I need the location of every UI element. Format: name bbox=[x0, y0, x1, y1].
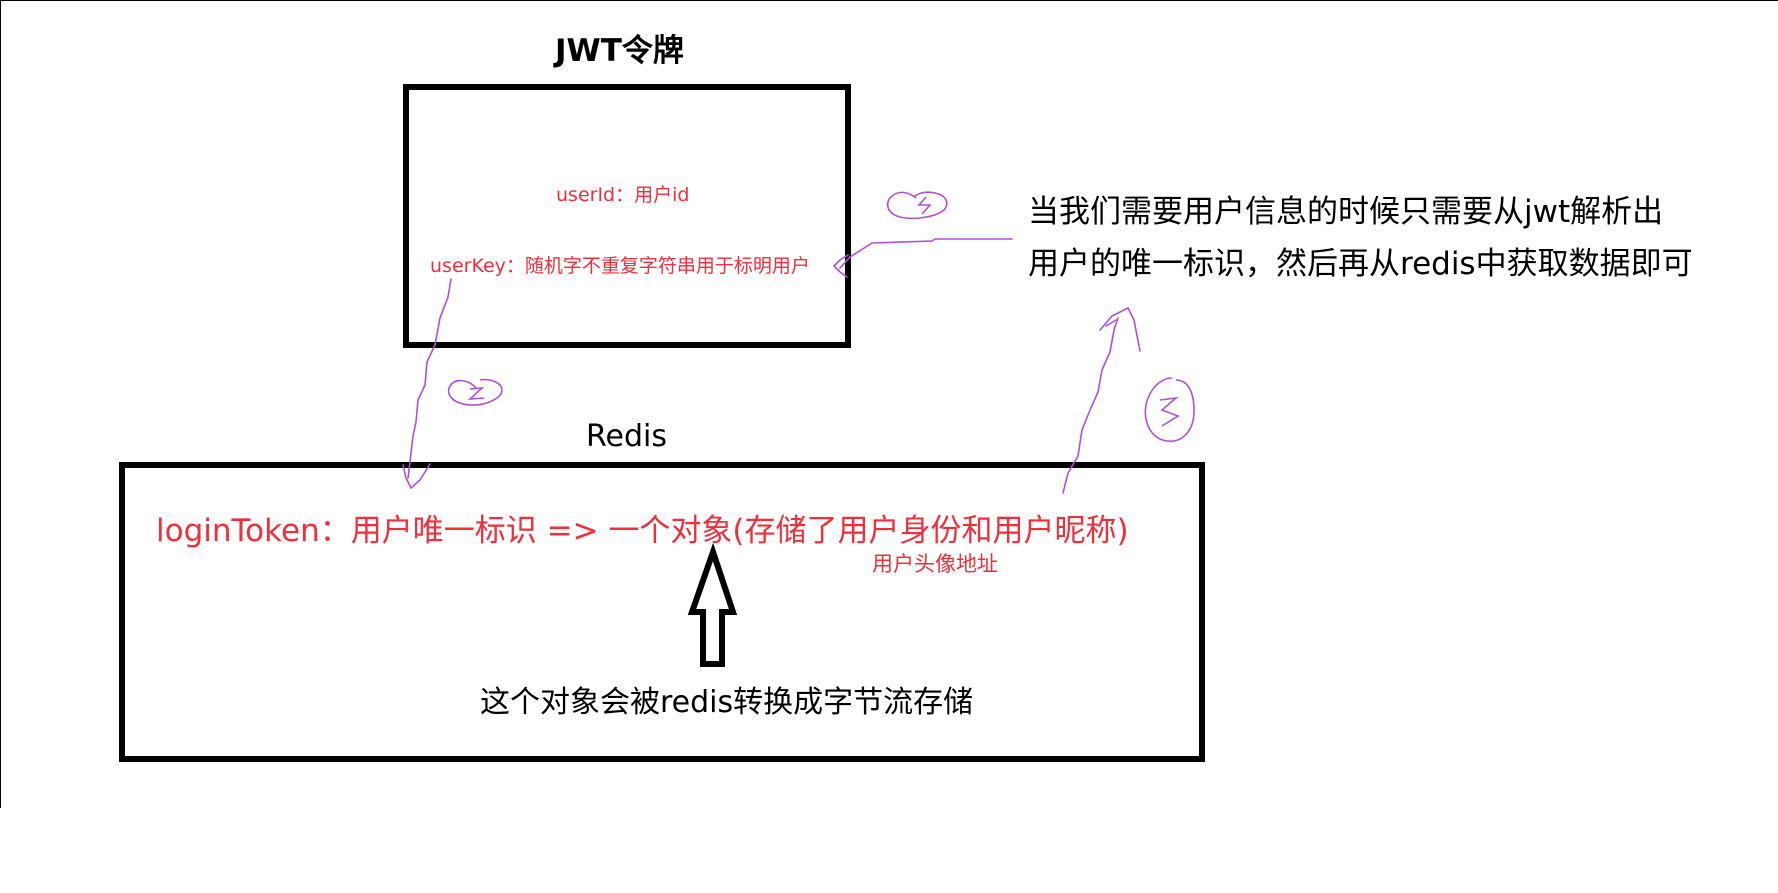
step-2-label: 2 bbox=[474, 387, 482, 401]
redis-avatar-note: 用户头像地址 bbox=[872, 552, 998, 576]
explanation-line-2: 用户的唯一标识，然后再从redis中获取数据即可 bbox=[1028, 246, 1693, 282]
canvas-edge-top bbox=[0, 0, 1755, 1]
step-1-label: 1 bbox=[914, 201, 922, 215]
canvas-edge-right bbox=[1755, 0, 1778, 1]
step-3-label: 3 bbox=[1168, 405, 1176, 419]
jwt-title: JWT令牌 bbox=[555, 33, 684, 69]
redis-box bbox=[119, 462, 1205, 762]
explanation-line-1: 当我们需要用户信息的时候只需要从jwt解析出 bbox=[1028, 194, 1664, 230]
jwt-userid-field: userId：用户id bbox=[556, 184, 690, 206]
redis-login-token-entry: loginToken：用户唯一标识 => 一个对象(存储了用户身份和用户昵称) bbox=[156, 513, 1129, 549]
step-1-connector bbox=[832, 238, 1013, 278]
redis-title: Redis bbox=[586, 419, 667, 454]
jwt-token-box bbox=[403, 84, 851, 348]
redis-serialization-note: 这个对象会被redis转换成字节流存储 bbox=[480, 685, 974, 720]
step-1-marker: 1 bbox=[886, 191, 948, 220]
canvas-edge-left bbox=[0, 0, 1, 808]
step-3-marker: 3 bbox=[1144, 377, 1195, 442]
step-2-marker: 2 bbox=[447, 378, 503, 406]
jwt-userkey-field: userKey：随机字不重复字符串用于标明用户 bbox=[430, 255, 810, 277]
